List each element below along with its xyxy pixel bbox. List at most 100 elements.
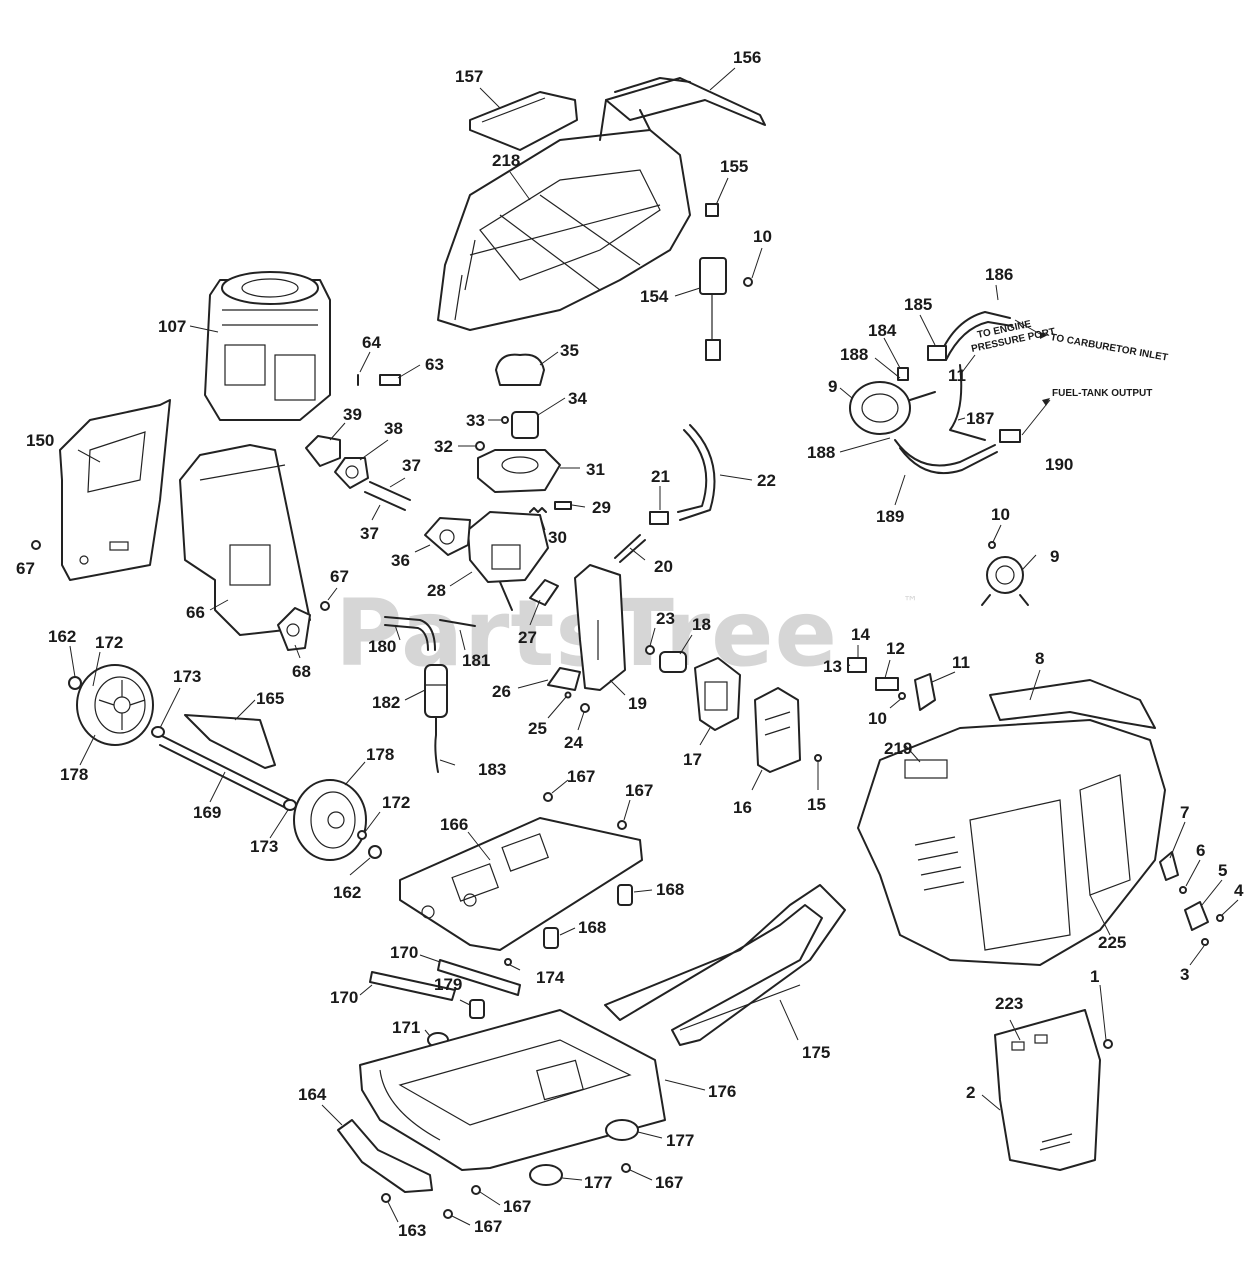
part-29-screw	[554, 501, 572, 510]
part-19-fuel-tank-bracket	[574, 564, 626, 691]
part-27-bracket	[529, 579, 559, 606]
part-168-isolators	[543, 884, 633, 949]
callout-167-b: 167	[625, 781, 653, 800]
part-35-air-filter-cap	[495, 353, 545, 386]
callout-183: 183	[478, 760, 506, 779]
callout-172-b: 172	[382, 793, 410, 812]
callout-179: 179	[434, 975, 462, 994]
annotation-fuel-tank-output: FUEL-TANK OUTPUT	[1042, 388, 1152, 406]
callout-180: 180	[368, 637, 396, 656]
part-166-base-plate	[399, 817, 643, 951]
callout-162-a: 162	[48, 627, 76, 646]
fuel-tank-output-label: FUEL-TANK OUTPUT	[1052, 388, 1152, 399]
callout-164: 164	[298, 1085, 327, 1104]
part-1-screw	[1103, 1039, 1113, 1049]
callout-174: 174	[536, 968, 565, 987]
part-7-6-5-4-3-small-hardware	[1159, 851, 1224, 946]
part-189-fuel-line	[894, 439, 998, 475]
callout-168-b: 168	[578, 918, 606, 937]
callout-15: 15	[807, 795, 826, 814]
part-39-gasket	[305, 435, 341, 467]
callout-16: 16	[733, 798, 752, 817]
part-9-fuel-pump-b	[981, 556, 1029, 606]
callout-28: 28	[427, 581, 446, 600]
callout-167-e: 167	[474, 1217, 502, 1236]
callout-165: 165	[256, 689, 284, 708]
callout-157: 157	[455, 67, 483, 86]
callout-154: 154	[640, 287, 669, 306]
callout-167-d: 167	[503, 1197, 531, 1216]
callout-20: 20	[654, 557, 673, 576]
part-68-plate	[277, 607, 311, 651]
callout-4: 4	[1234, 881, 1244, 900]
part-28-carburetor	[467, 511, 549, 611]
part-178-wheel-right	[293, 779, 367, 861]
part-187-fuel-line	[949, 364, 986, 441]
callout-30: 30	[548, 528, 567, 547]
callout-175: 175	[802, 1043, 830, 1062]
callout-68: 68	[292, 662, 311, 681]
callout-31: 31	[586, 460, 605, 479]
callout-170-b: 170	[330, 988, 358, 1007]
callout-177-b: 177	[584, 1173, 612, 1192]
callout-22: 22	[757, 471, 776, 490]
callout-178-b: 178	[366, 745, 394, 764]
callout-225: 225	[1098, 933, 1126, 952]
part-156-handle	[605, 77, 766, 126]
callout-3: 3	[1180, 965, 1189, 984]
callout-66: 66	[186, 603, 205, 622]
callout-184: 184	[868, 321, 897, 340]
callout-173-b: 173	[250, 837, 278, 856]
callout-218: 218	[492, 151, 520, 170]
callout-10-b: 10	[991, 505, 1010, 524]
part-26-bracket	[547, 667, 581, 691]
part-167-nuts-bottom	[443, 1163, 631, 1219]
part-31-air-cleaner-base	[477, 449, 561, 493]
part-10-screw-a	[743, 277, 753, 287]
part-176-base-frame	[359, 1009, 666, 1171]
part-34-filter	[511, 411, 539, 439]
callout-167-c: 167	[655, 1173, 683, 1192]
part-22-fuel-hose	[677, 424, 716, 521]
callout-10-a: 10	[753, 227, 772, 246]
callout-11-a: 11	[948, 366, 966, 385]
callout-11-b: 11	[952, 653, 970, 672]
callout-67-b: 67	[330, 567, 349, 586]
callout-171: 171	[392, 1018, 420, 1037]
callout-33: 33	[466, 411, 485, 430]
leader-lines	[69, 67, 1239, 1226]
callout-188-b: 188	[807, 443, 835, 462]
part-32-screw	[475, 441, 485, 451]
callout-190: 190	[1045, 455, 1073, 474]
watermark-trademark: ™	[903, 593, 918, 611]
part-179-mount	[469, 999, 485, 1019]
part-12-rod	[875, 677, 899, 691]
part-175-handle-frame	[604, 884, 846, 1046]
callout-67-a: 67	[16, 559, 35, 578]
callout-19: 19	[628, 694, 647, 713]
to-carburetor-inlet-label: TO CARBURETOR INLET	[1049, 332, 1168, 364]
part-37-studs	[364, 481, 411, 511]
callout-9-b: 9	[1050, 547, 1059, 566]
callout-185: 185	[904, 295, 932, 314]
part-172-162-wheel-hardware-right	[357, 830, 382, 859]
part-169-axle	[159, 734, 291, 811]
part-24-nut	[580, 703, 590, 713]
annotation-to-carburetor-inlet: TO CARBURETOR INLET	[1040, 332, 1169, 364]
callout-37-b: 37	[360, 524, 379, 543]
part-165-bracket	[184, 714, 276, 769]
callout-178-a: 178	[60, 765, 88, 784]
part-21-clamp	[649, 511, 669, 525]
callout-177-a: 177	[666, 1131, 694, 1150]
callout-155: 155	[720, 157, 748, 176]
callout-37-a: 37	[402, 456, 421, 475]
part-185-fitting	[927, 345, 947, 361]
callout-186: 186	[985, 265, 1013, 284]
callout-156: 156	[733, 48, 761, 67]
callout-163: 163	[398, 1221, 426, 1240]
part-154-ignition-module	[699, 257, 727, 361]
callout-162-b: 162	[333, 883, 361, 902]
callout-173-a: 173	[173, 667, 201, 686]
callout-170-a: 170	[390, 943, 418, 962]
